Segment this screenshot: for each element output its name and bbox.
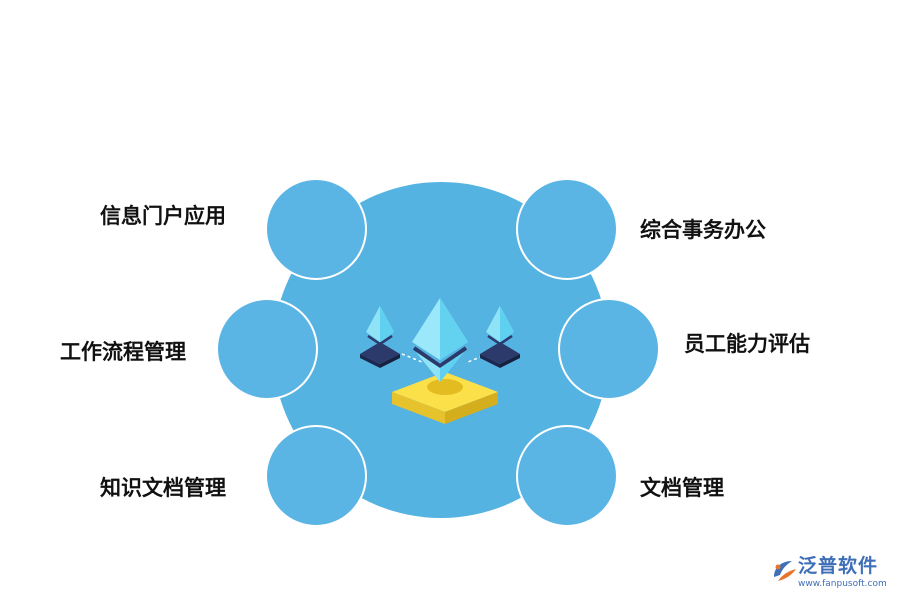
- small-gem-left-icon: [360, 306, 400, 368]
- crystal-icon: [360, 298, 520, 424]
- logo-url: www.fanpusoft.com: [798, 579, 887, 589]
- node-circle-info-portal: [265, 178, 367, 280]
- small-gem-right-icon: [480, 306, 520, 368]
- label-staff-assessment: 员工能力评估: [684, 332, 810, 356]
- node-circle-knowledge-docs: [265, 425, 367, 527]
- node-circle-doc-management: [516, 425, 618, 527]
- node-circle-general-affairs: [516, 178, 618, 280]
- large-gem-icon: [412, 298, 468, 382]
- logo-name: 泛普软件: [798, 555, 879, 577]
- brand-logo: 泛普软件 www.fanpusoft.com: [768, 555, 893, 595]
- label-general-affairs: 综合事务办公: [640, 218, 766, 242]
- label-knowledge-docs: 知识文档管理: [100, 476, 226, 500]
- label-workflow: 工作流程管理: [60, 340, 186, 364]
- node-circle-staff-assessment: [558, 298, 660, 400]
- gold-base-icon: [392, 372, 498, 424]
- label-doc-management: 文档管理: [640, 476, 724, 500]
- node-circle-workflow: [216, 298, 318, 400]
- label-info-portal: 信息门户应用: [100, 204, 226, 228]
- fanpu-logo-icon: [774, 561, 796, 581]
